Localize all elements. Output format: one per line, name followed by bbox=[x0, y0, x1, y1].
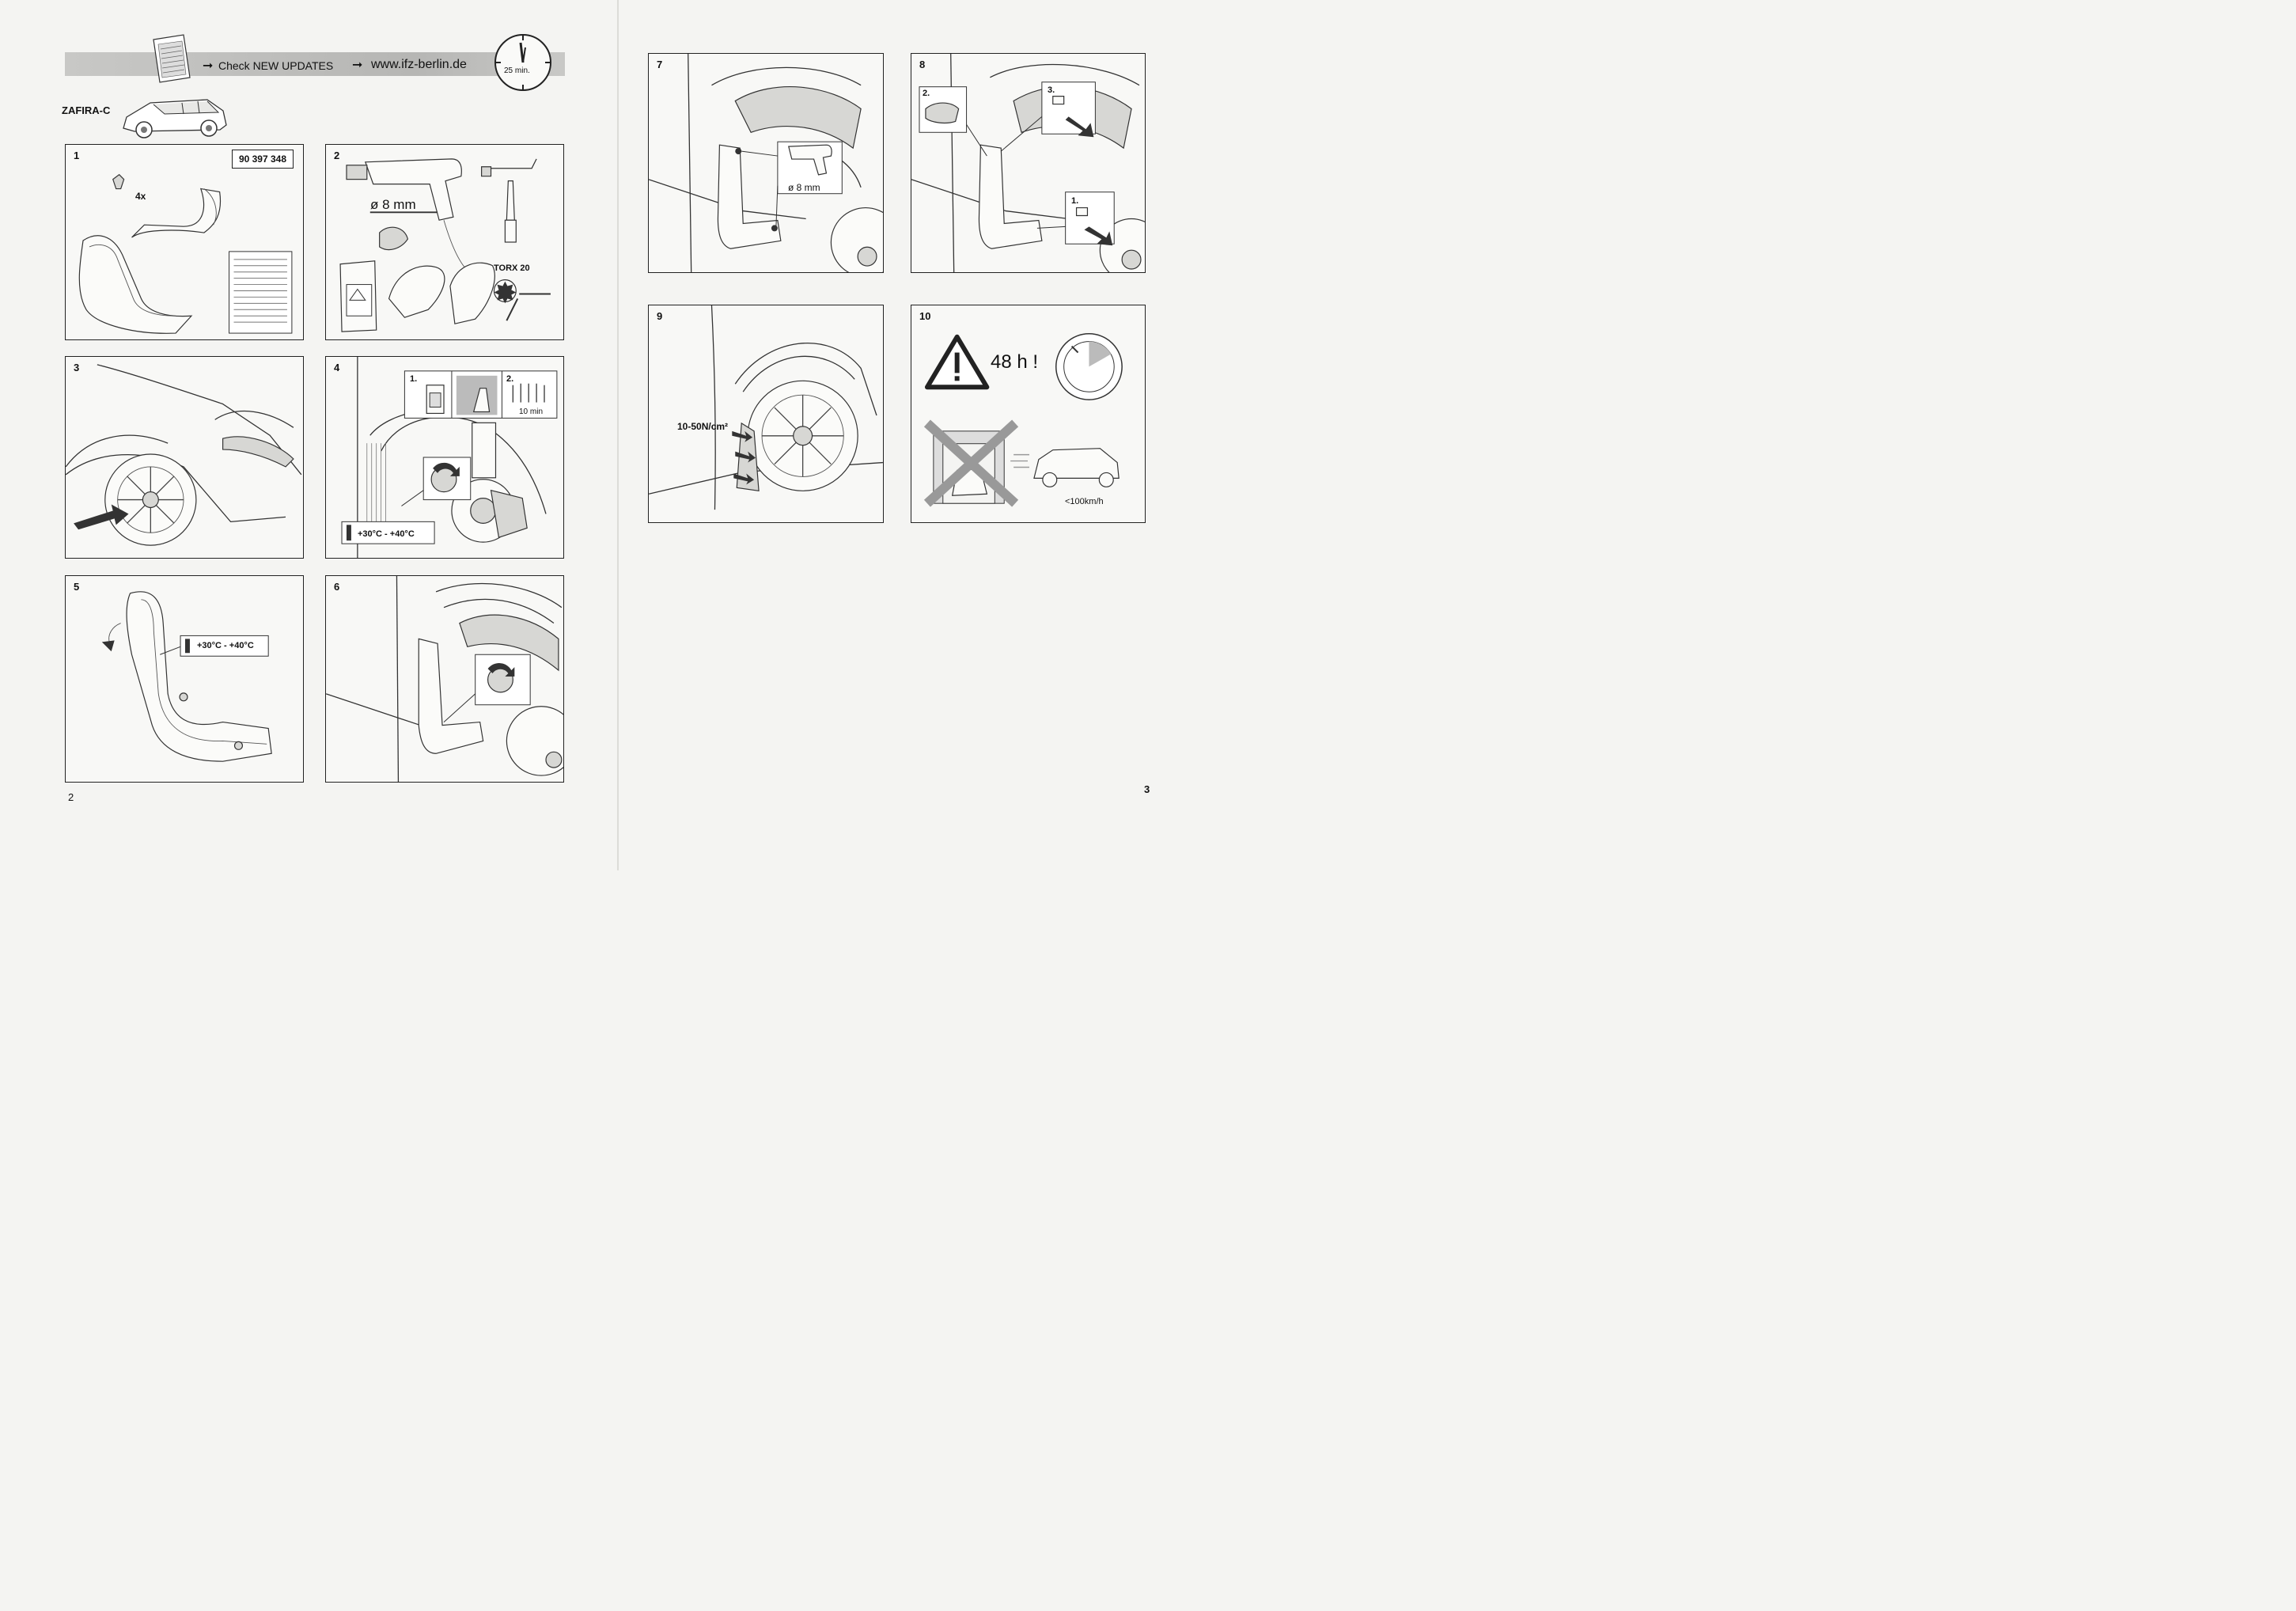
drilling-holes-illustration bbox=[649, 54, 883, 272]
pressing-mud-flap-illustration bbox=[649, 305, 883, 510]
step-number: 9 bbox=[657, 310, 663, 322]
step-7-panel: 7 ø 8 mm bbox=[648, 53, 884, 273]
step-2-panel: 2 ø 8 mm TORX 20 bbox=[325, 144, 564, 340]
page-fold bbox=[617, 0, 619, 870]
pressure-label: 10-50N/cm² bbox=[677, 421, 729, 432]
step-5-panel: 5 +30°C - +40°C bbox=[65, 575, 304, 783]
tools-illustration bbox=[339, 158, 551, 332]
step-10-panel: 10 48 h ! <100km/h bbox=[911, 305, 1146, 523]
header-band bbox=[65, 52, 565, 76]
step-number: 7 bbox=[657, 59, 663, 70]
step-1-panel: 1 90 397 348 4x bbox=[65, 144, 304, 340]
vehicle-model: ZAFIRA-C bbox=[62, 104, 111, 116]
fitting-mud-flap-illustration bbox=[911, 54, 1145, 272]
sub-step-2: 2. bbox=[506, 374, 514, 384]
step-number: 3 bbox=[74, 362, 80, 373]
step-number: 2 bbox=[334, 150, 340, 161]
curing-instructions-illustration bbox=[923, 332, 1123, 507]
temperature-label: +30°C - +40°C bbox=[197, 641, 254, 650]
clock-icon bbox=[492, 32, 554, 93]
sub-step-1: 1. bbox=[1071, 196, 1079, 206]
sub-step-1: 1. bbox=[410, 374, 418, 384]
part-number-label: 90 397 348 bbox=[231, 150, 294, 169]
website-url[interactable]: www.ifz-berlin.de bbox=[371, 58, 467, 71]
mud-flaps-kit-illustration bbox=[78, 173, 293, 334]
page-number-left: 2 bbox=[68, 791, 74, 803]
wait-time-label: 48 h ! bbox=[991, 351, 1039, 373]
duration-label: 25 min. bbox=[504, 66, 530, 75]
temperature-label: +30°C - +40°C bbox=[358, 529, 415, 539]
instruction-sheet-icon bbox=[149, 33, 193, 84]
page-number-right: 3 bbox=[1144, 783, 1150, 795]
torx-label: TORX 20 bbox=[494, 263, 530, 273]
removing-screw-illustration bbox=[326, 576, 563, 782]
step-number: 6 bbox=[334, 581, 340, 593]
step-number: 5 bbox=[74, 581, 80, 593]
step-4-panel: 4 1. 2. 10 min +30°C - +40°C bbox=[325, 356, 564, 559]
speed-limit-label: <100km/h bbox=[1065, 497, 1104, 506]
step-6-panel: 6 bbox=[325, 575, 564, 783]
step-number: 10 bbox=[919, 310, 931, 322]
arrow-icon: ➞ bbox=[203, 59, 214, 73]
step-8-panel: 8 1. 2. 3. bbox=[911, 53, 1146, 273]
step-3-panel: 3 bbox=[65, 356, 304, 559]
step-number: 4 bbox=[334, 362, 340, 373]
dry-time-label: 10 min bbox=[519, 407, 544, 416]
car-icon bbox=[119, 93, 231, 142]
arrow-icon: ➞ bbox=[352, 59, 363, 72]
check-updates-text: Check NEW UPDATES bbox=[218, 59, 334, 72]
step-9-panel: 9 10-50N/cm² bbox=[648, 305, 884, 523]
sub-step-3: 3. bbox=[1048, 85, 1055, 95]
car-front-wheel-illustration bbox=[66, 364, 302, 546]
sub-step-2: 2. bbox=[923, 89, 930, 98]
wheel-arch-cleaning-illustration bbox=[341, 357, 558, 558]
drill-size-label: ø 8 mm bbox=[788, 182, 820, 193]
step-number: 1 bbox=[74, 150, 80, 161]
step-number: 8 bbox=[919, 59, 926, 70]
clip-count: 4x bbox=[135, 191, 146, 202]
warming-mud-flap-illustration bbox=[101, 591, 272, 762]
drill-size-label: ø 8 mm bbox=[370, 197, 416, 212]
